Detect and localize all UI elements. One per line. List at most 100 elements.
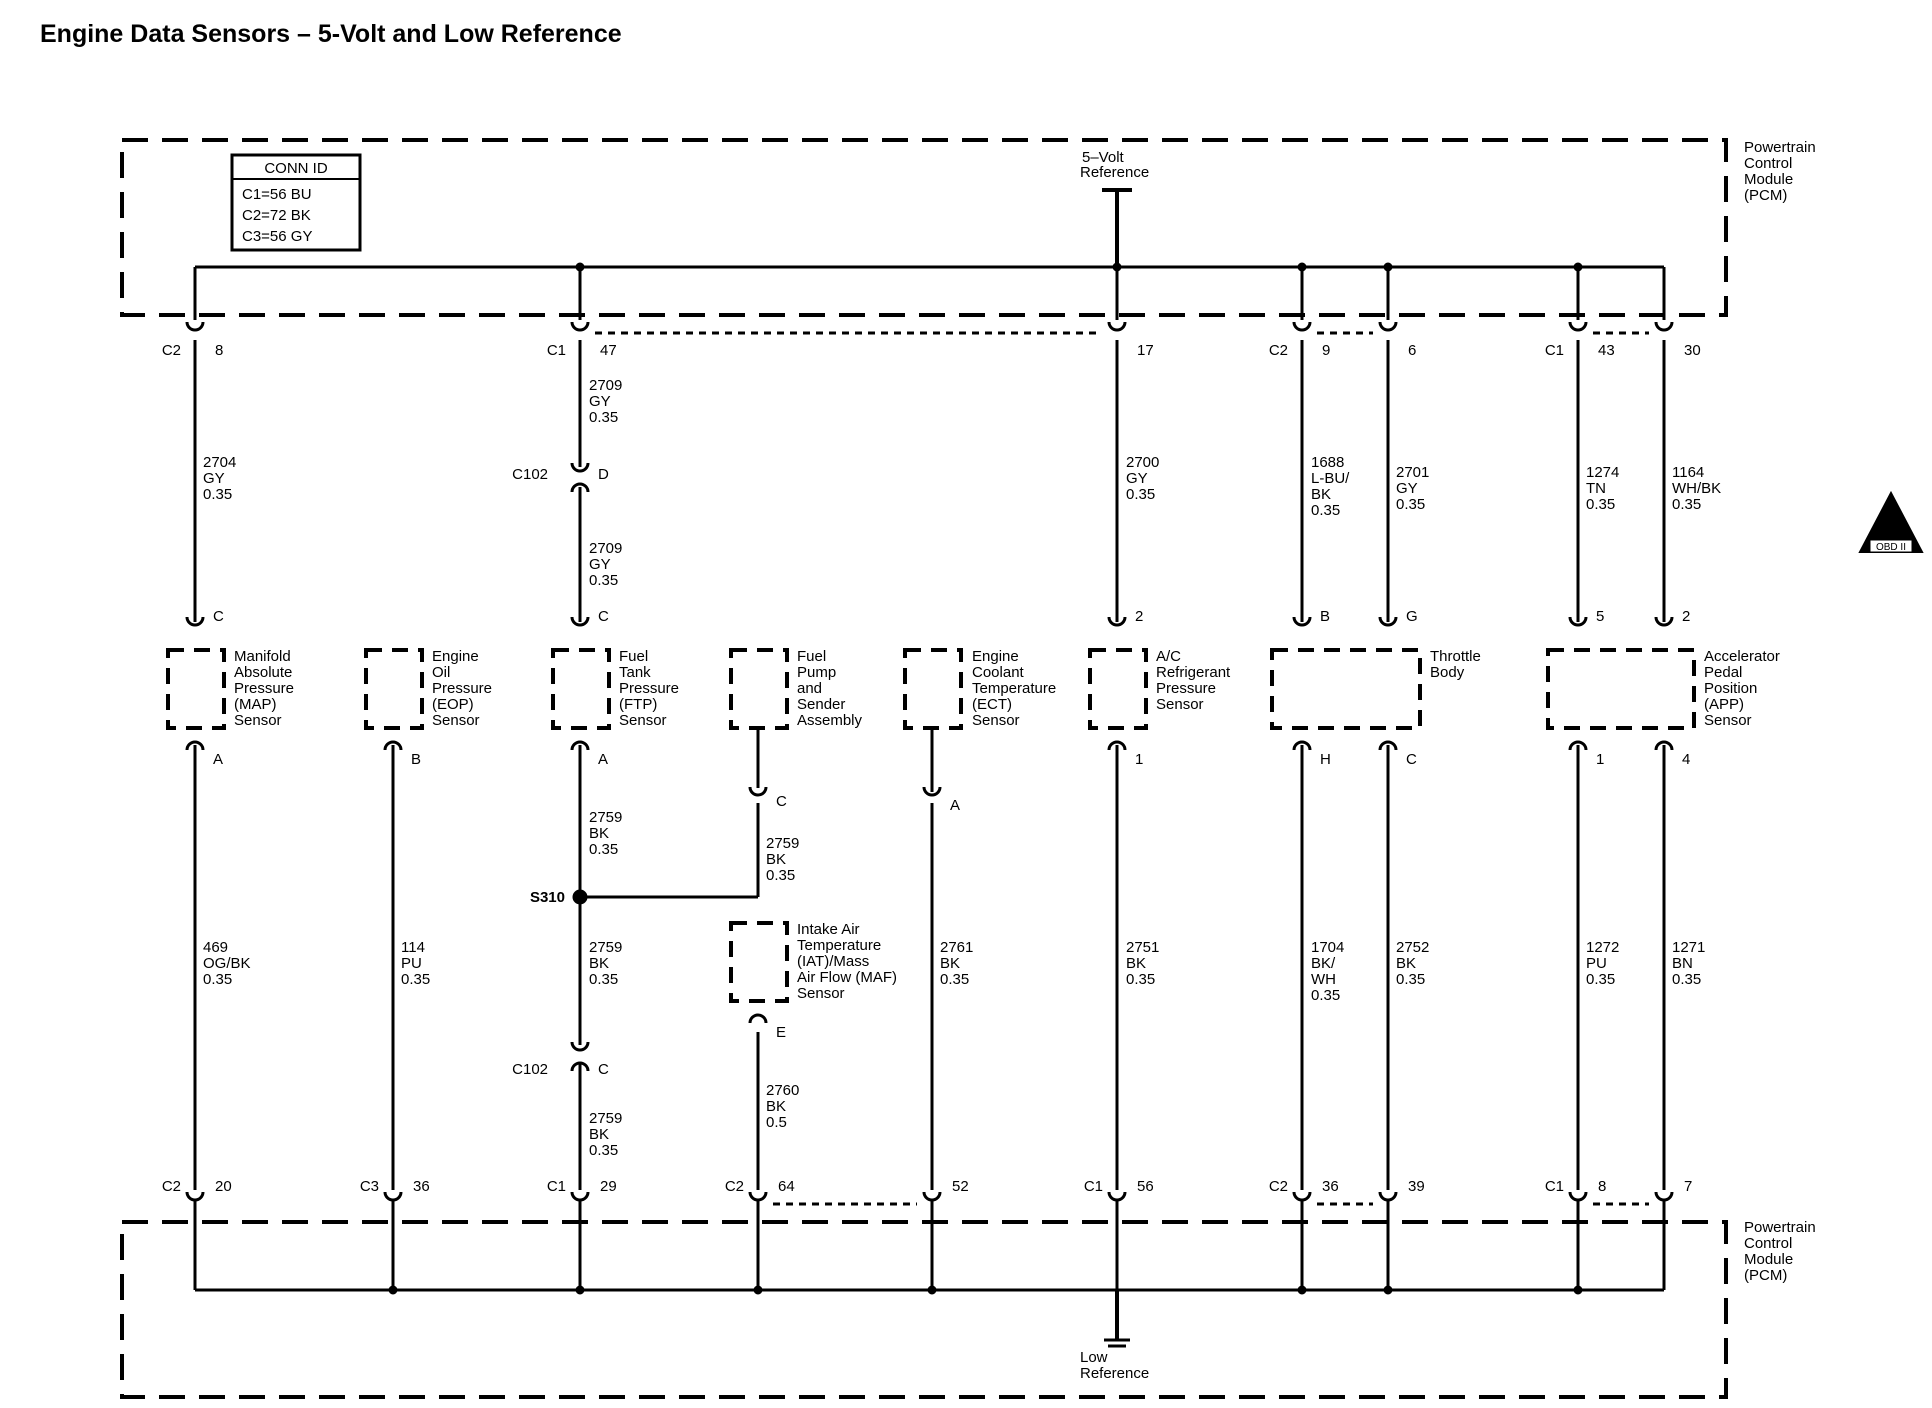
- wire-label: 2761: [940, 939, 973, 956]
- wire-label: PU: [401, 955, 422, 972]
- sensor-terminal: [1568, 740, 1588, 751]
- wire-label: 0.35: [589, 1142, 618, 1159]
- component-label: (IAT)/Mass: [797, 953, 869, 970]
- component-label: (EOP): [432, 696, 474, 713]
- 5v-label: Reference: [1080, 164, 1149, 181]
- sensor-pin: A: [213, 751, 223, 768]
- pin-number: 36: [1322, 1178, 1339, 1195]
- inline-connector-name: C102: [512, 466, 548, 483]
- pcm-box-bottom: [120, 1220, 1728, 1399]
- component-label: Fuel: [619, 648, 648, 665]
- component-label: Sensor: [1704, 712, 1752, 729]
- pcm-terminal: [922, 1191, 942, 1202]
- component-label: Accelerator: [1704, 648, 1780, 665]
- wire-label: 2759: [589, 809, 622, 826]
- conn-id-row: C1=56 BU: [242, 186, 312, 203]
- low-ref-label: Low: [1080, 1349, 1108, 1366]
- wire-label: BK/: [1311, 955, 1336, 972]
- inline-connector-name: C102: [512, 1061, 548, 1078]
- sensor-terminal: [748, 786, 768, 797]
- wire-label: 2701: [1396, 464, 1429, 481]
- sensor-pin: 5: [1596, 608, 1604, 625]
- component-label: Intake Air: [797, 921, 860, 938]
- pcm-terminal: [1292, 1191, 1312, 1202]
- sensor-pin: B: [411, 751, 421, 768]
- component-box: [1088, 648, 1148, 730]
- pcm-box-top: [120, 138, 1728, 317]
- sensor-pin: E: [776, 1024, 786, 1041]
- wire-label: 2700: [1126, 454, 1159, 471]
- sensor-pin: C: [776, 793, 787, 810]
- component-label: Sensor: [432, 712, 480, 729]
- wiring-shapes: [120, 138, 1924, 1399]
- component-label: Air Flow (MAF): [797, 969, 897, 986]
- component-label: Coolant: [972, 664, 1025, 681]
- sensor-pin: H: [1320, 751, 1331, 768]
- wire-label: 0.35: [1311, 502, 1340, 519]
- pin-connector: C3: [360, 1178, 379, 1195]
- sensor-terminal: [1292, 740, 1312, 751]
- conn-id-row: C2=72 BK: [242, 207, 311, 224]
- component-label: Pump: [797, 664, 836, 681]
- component-label: Fuel: [797, 648, 826, 665]
- component-box: [1270, 648, 1422, 730]
- wire-label: GY: [203, 470, 225, 487]
- component-label: Manifold: [234, 648, 291, 665]
- component-label: Sensor: [619, 712, 667, 729]
- wire-label: BK: [1396, 955, 1416, 972]
- pcm-terminal: [1107, 1191, 1127, 1202]
- component-label: Position: [1704, 680, 1757, 697]
- pin-number: 56: [1137, 1178, 1154, 1195]
- wire-label: GY: [1126, 470, 1148, 487]
- wire-label: TN: [1586, 480, 1606, 497]
- inline-connector: [570, 1061, 590, 1072]
- pin-number: 9: [1322, 342, 1330, 359]
- wire-label: 0.35: [1586, 496, 1615, 513]
- wire-label: 0.35: [589, 841, 618, 858]
- component-label: Temperature: [797, 937, 881, 954]
- sensor-pin: 1: [1135, 751, 1143, 768]
- inline-connector: [570, 482, 590, 493]
- component-box: [729, 648, 789, 730]
- sensor-pin: A: [598, 751, 608, 768]
- obd-ii-text: OBD II: [1876, 542, 1906, 553]
- component-label: Engine: [972, 648, 1019, 665]
- wire-label: 2751: [1126, 939, 1159, 956]
- component-label: (FTP): [619, 696, 657, 713]
- conn-id-table: [230, 153, 362, 252]
- sensor-pin: 2: [1135, 608, 1143, 625]
- pin-number: 36: [413, 1178, 430, 1195]
- sensor-pin: A: [950, 797, 960, 814]
- sensor-pin: 4: [1682, 751, 1690, 768]
- component-label: (APP): [1704, 696, 1744, 713]
- component-label: (MAP): [234, 696, 277, 713]
- wire-label: 2709: [589, 377, 622, 394]
- pin-connector: C1: [1084, 1178, 1103, 1195]
- wire-label: 0.35: [1396, 496, 1425, 513]
- pin-number: 64: [778, 1178, 795, 1195]
- wire-label: 0.35: [1311, 987, 1340, 1004]
- pcm-terminal: [1568, 321, 1588, 332]
- wire-label: 0.35: [1126, 486, 1155, 503]
- wire-label: BK: [1126, 955, 1146, 972]
- component-label: and: [797, 680, 822, 697]
- wire-label: 2760: [766, 1082, 799, 1099]
- wire-label: 0.35: [203, 971, 232, 988]
- pcm-terminal: [185, 1191, 205, 1202]
- pin-connector: C2: [162, 342, 181, 359]
- sensor-terminal: [1292, 616, 1312, 627]
- wire-label: 0.35: [1126, 971, 1155, 988]
- wire-label: BK: [589, 955, 609, 972]
- wire-label: 2759: [766, 835, 799, 852]
- component-label: Pressure: [234, 680, 294, 697]
- pin-number: 7: [1684, 1178, 1692, 1195]
- wire-label: GY: [589, 556, 611, 573]
- pin-connector: C2: [725, 1178, 744, 1195]
- component-label: A/C: [1156, 648, 1181, 665]
- page-title: Engine Data Sensors – 5-Volt and Low Ref…: [40, 20, 622, 48]
- component-box: [903, 648, 963, 730]
- wire-label: BK: [940, 955, 960, 972]
- component-box: [551, 648, 611, 730]
- component-label: Refrigerant: [1156, 664, 1231, 681]
- wire-label: 469: [203, 939, 228, 956]
